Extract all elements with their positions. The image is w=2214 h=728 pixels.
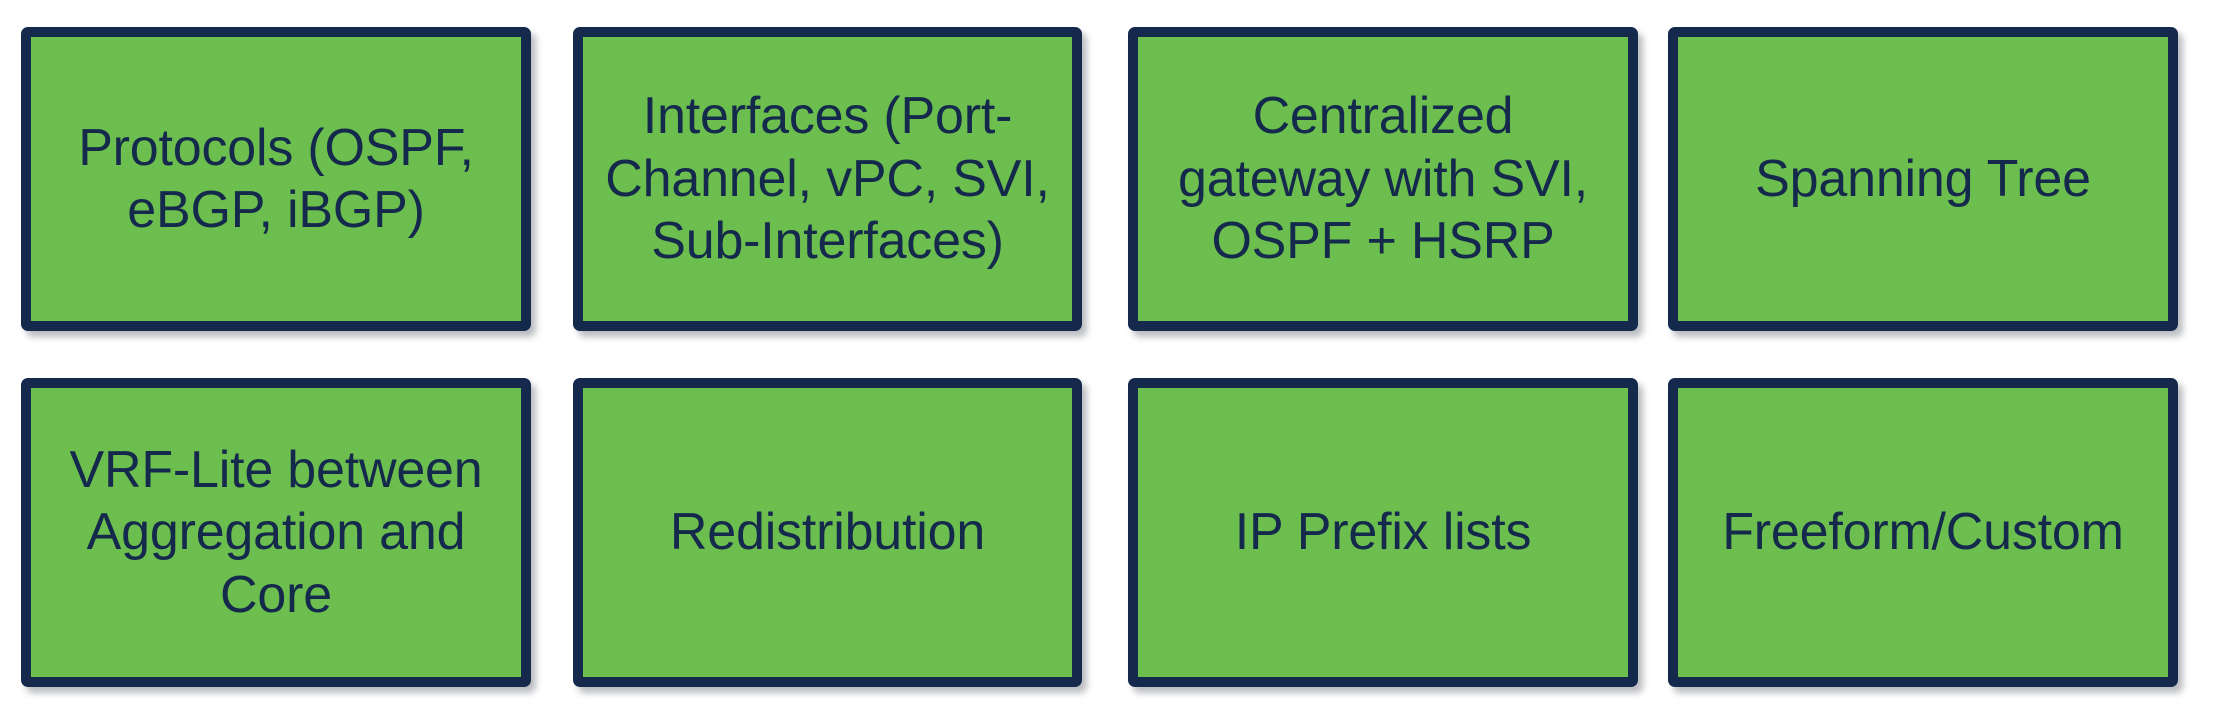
box-ip-prefix-lists[interactable]: IP Prefix lists: [1128, 378, 1638, 687]
box-spanning-tree[interactable]: Spanning Tree: [1668, 27, 2178, 331]
box-ip-prefix-lists-label: IP Prefix lists: [1234, 503, 1532, 562]
box-vrf-lite[interactable]: VRF-Lite between Aggregation and Core: [21, 378, 531, 687]
box-freeform-custom-label: Freeform/Custom: [1722, 503, 2124, 562]
box-spanning-tree-label: Spanning Tree: [1755, 149, 2091, 208]
box-interfaces[interactable]: Interfaces (Port- Channel, vPC, SVI, Sub…: [573, 27, 1082, 331]
box-vrf-lite-label: VRF-Lite between Aggregation and Core: [69, 440, 483, 624]
box-centralized-gateway-label: Centralized gateway with SVI, OSPF + HSR…: [1178, 87, 1588, 271]
box-redistribution[interactable]: Redistribution: [573, 378, 1082, 687]
box-redistribution-label: Redistribution: [669, 503, 986, 562]
box-interfaces-label: Interfaces (Port- Channel, vPC, SVI, Sub…: [605, 87, 1050, 271]
box-protocols[interactable]: Protocols (OSPF, eBGP, iBGP): [21, 27, 531, 331]
box-protocols-label: Protocols (OSPF, eBGP, iBGP): [78, 118, 474, 239]
box-centralized-gateway[interactable]: Centralized gateway with SVI, OSPF + HSR…: [1128, 27, 1638, 331]
box-freeform-custom[interactable]: Freeform/Custom: [1668, 378, 2178, 687]
